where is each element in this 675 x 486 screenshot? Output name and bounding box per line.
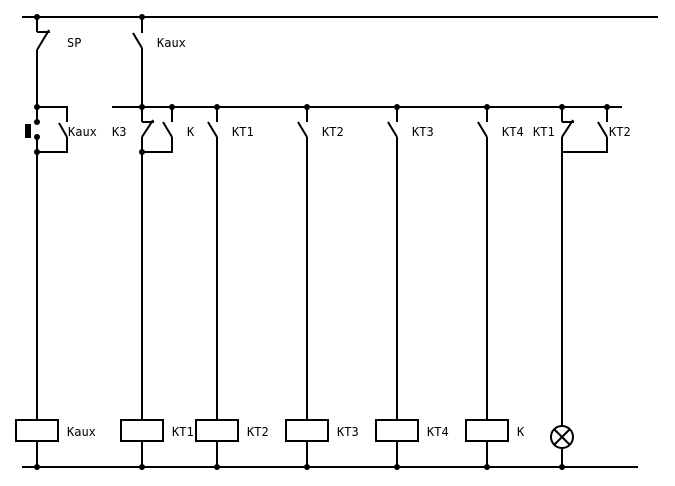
coil-kt3 <box>285 419 329 442</box>
branch-kt2 <box>195 104 239 470</box>
branch-kt3 <box>285 104 329 470</box>
pushbutton-icon <box>25 124 31 138</box>
label-kaux-hold: Kaux <box>68 125 97 139</box>
coil-label-kt4: KT4 <box>427 425 449 439</box>
kt2-contact <box>297 121 308 138</box>
label-kt2: KT2 <box>322 125 344 139</box>
kaux-main-contact <box>132 32 143 49</box>
kt3-contact <box>387 121 398 138</box>
label-k3: K3 <box>112 125 126 139</box>
coil-label-kt3: KT3 <box>337 425 359 439</box>
coil-label-kt2: KT2 <box>247 425 269 439</box>
coil-kt1 <box>120 419 164 442</box>
coil-k <box>465 419 509 442</box>
kt4-contact <box>477 121 488 138</box>
coil-kt2 <box>195 419 239 442</box>
label-k: K <box>187 125 195 139</box>
branch-lamp <box>550 104 610 470</box>
label-kt1-lamp: KT1 <box>533 125 555 139</box>
kt1-contact <box>207 121 218 138</box>
coil-label-kt1: KT1 <box>172 425 194 439</box>
coil-label-kaux: Kaux <box>67 425 96 439</box>
branch-kt4 <box>375 104 419 470</box>
sp-nc-contact <box>36 29 50 51</box>
label-kaux-main: Kaux <box>157 36 186 50</box>
k-contact <box>162 121 173 138</box>
label-sp: SP <box>67 36 81 50</box>
lamp-icon <box>550 425 574 449</box>
branch-k <box>465 104 509 470</box>
label-kt3: KT3 <box>412 125 434 139</box>
label-kt2-lamp: KT2 <box>609 125 631 139</box>
kaux-hold-contact <box>58 122 68 138</box>
k3-nc-contact <box>141 119 154 138</box>
coil-kaux <box>15 419 59 442</box>
branch-kt1 <box>120 14 175 470</box>
kt1-nc-contact <box>561 119 574 138</box>
label-kt4: KT4 <box>502 125 524 139</box>
coil-label-k: K <box>517 425 525 439</box>
label-kt1: KT1 <box>232 125 254 139</box>
coil-kt4 <box>375 419 419 442</box>
kt2-lamp-contact <box>597 121 608 138</box>
branch-kaux <box>15 14 68 470</box>
